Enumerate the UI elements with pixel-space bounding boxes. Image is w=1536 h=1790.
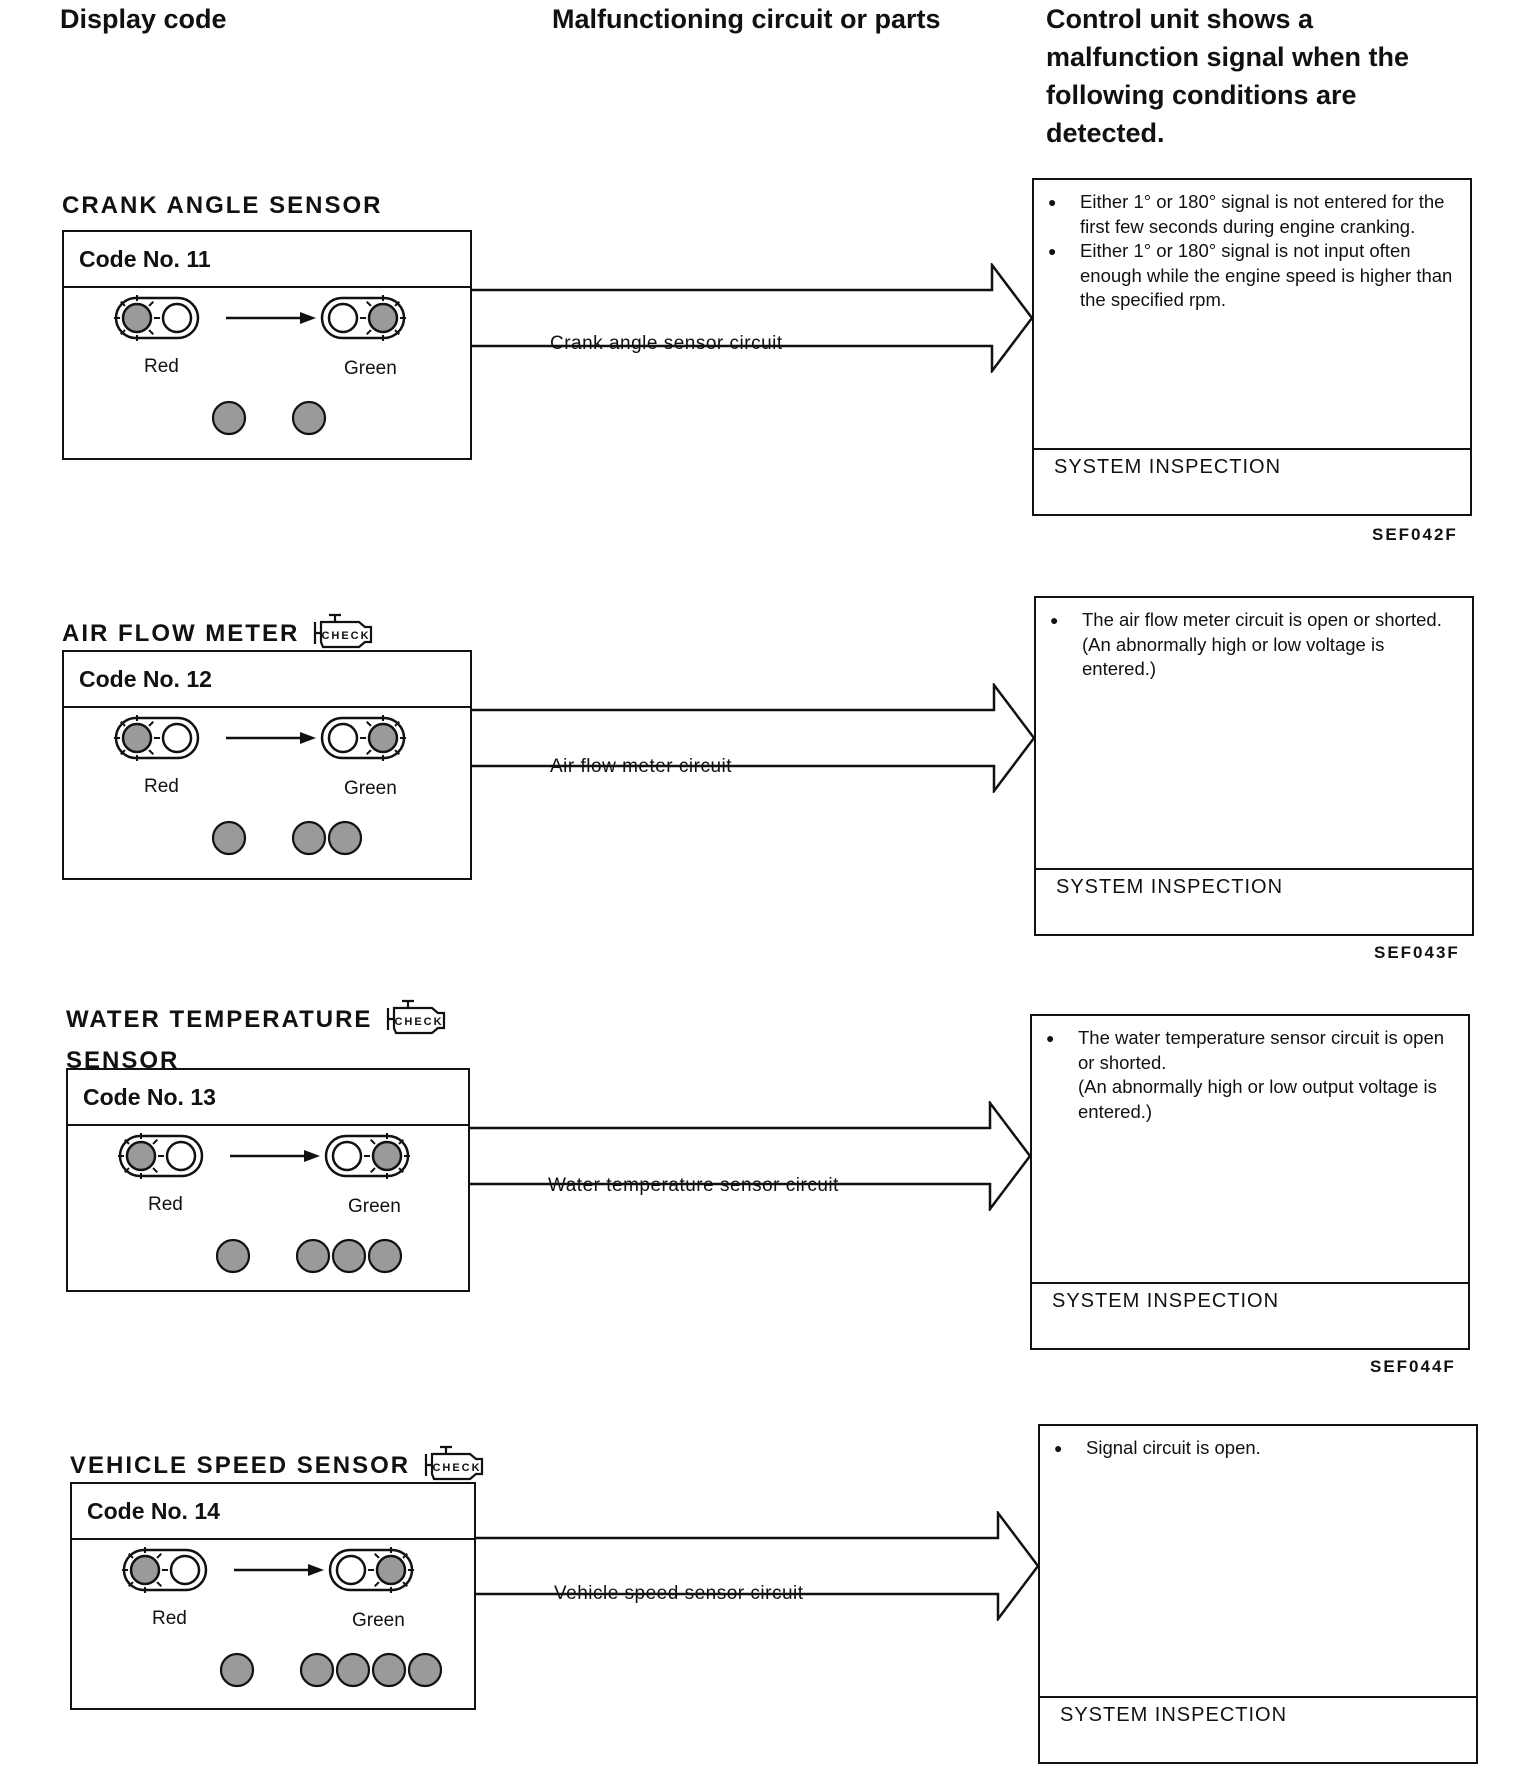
green-flash-dot [291, 820, 327, 856]
led-green-lit [320, 295, 406, 341]
red-label: Red [148, 1194, 183, 1215]
section-title: AIR FLOW METER CHECK [62, 610, 375, 659]
system-inspection-link[interactable]: SYSTEM INSPECTION [1034, 448, 1470, 514]
condition-list: Either 1° or 180° signal is not entered … [1034, 180, 1470, 313]
svg-text:CHECK: CHECK [433, 1462, 482, 1474]
red-flash-dot [215, 1238, 251, 1274]
led-green-lit [320, 715, 406, 761]
system-inspection-link[interactable]: SYSTEM INSPECTION [1032, 1282, 1468, 1348]
red-label: Red [144, 356, 179, 377]
code-number: Code No. 13 [68, 1070, 468, 1126]
led-red-lit [122, 1547, 208, 1593]
header-control-unit-line: Control unit shows a [1046, 4, 1313, 34]
section-title-text: AIR FLOW METER [62, 619, 300, 647]
malfunction-circuit-label: Air flow meter circuit [550, 756, 733, 777]
section-title-line: WATER TEMPERATURE CHECK [66, 996, 448, 1045]
section-title-text: WATER TEMPERATURE [66, 1005, 373, 1033]
check-engine-icon: CHECK [382, 996, 448, 1045]
condition-box: Either 1° or 180° signal is not entered … [1032, 178, 1472, 516]
condition-item: The air flow meter circuit is open or sh… [1048, 608, 1460, 682]
code-number: Code No. 11 [64, 232, 470, 288]
green-label: Green [352, 1610, 405, 1631]
led-flash-diagram [114, 715, 406, 856]
code-display-box: Code No. 11 Red Green [62, 230, 472, 460]
section-title: VEHICLE SPEED SENSOR CHECK [70, 1442, 486, 1491]
condition-list: The water temperature sensor circuit is … [1032, 1016, 1468, 1124]
green-flash-dot [295, 1238, 331, 1274]
code-number: Code No. 12 [64, 652, 470, 708]
condition-box: Signal circuit is open. SYSTEM INSPECTION [1038, 1424, 1478, 1764]
header-display-code: Display code [60, 4, 227, 34]
condition-item: Signal circuit is open. [1052, 1436, 1464, 1461]
green-flash-dot [299, 1652, 335, 1688]
green-flash-dot [407, 1652, 443, 1688]
check-engine-icon: CHECK [309, 610, 375, 659]
green-flash-dot [367, 1238, 403, 1274]
led-flash-diagram [114, 295, 406, 436]
code-display-box: Code No. 14 Red Green [70, 1482, 476, 1710]
figure-reference-code: SEF042F [1372, 525, 1458, 544]
red-label: Red [144, 776, 179, 797]
section-title-line: VEHICLE SPEED SENSOR CHECK [70, 1442, 486, 1491]
condition-item: The water temperature sensor circuit is … [1044, 1026, 1456, 1124]
green-label: Green [344, 778, 397, 799]
condition-list: Signal circuit is open. [1040, 1426, 1476, 1461]
led-transition-arrowhead [300, 732, 316, 744]
malfunction-circuit-label: Water temperature sensor circuit [548, 1175, 839, 1196]
green-flash-dot [331, 1238, 367, 1274]
red-flash-dot [211, 820, 247, 856]
section-title-text: CRANK ANGLE SENSOR [62, 192, 383, 219]
section-title-text: VEHICLE SPEED SENSOR [70, 1451, 411, 1479]
code-number: Code No. 14 [72, 1484, 474, 1540]
figure-reference-code: SEF044F [1370, 1357, 1456, 1376]
code-display-box: Code No. 13 Red Green [66, 1068, 470, 1292]
green-flash-dot [291, 400, 327, 436]
svg-text:CHECK: CHECK [395, 1016, 444, 1028]
led-transition-arrowhead [304, 1150, 320, 1162]
system-inspection-link[interactable]: SYSTEM INSPECTION [1040, 1696, 1476, 1762]
green-flash-dot [335, 1652, 371, 1688]
circuit-arrow [470, 263, 1034, 373]
check-engine-icon: CHECK [420, 1442, 486, 1491]
system-inspection-link[interactable]: SYSTEM INSPECTION [1036, 868, 1472, 934]
led-red-lit [118, 1133, 204, 1179]
red-label: Red [152, 1608, 187, 1629]
figure-reference-code: SEF043F [1374, 943, 1460, 962]
header-control-unit-line: following conditions are [1046, 80, 1357, 110]
led-transition-arrowhead [300, 312, 316, 324]
malfunction-circuit-label: Vehicle speed sensor circuit [554, 1583, 804, 1604]
condition-item: Either 1° or 180° signal is not entered … [1046, 190, 1458, 239]
red-flash-dot [211, 400, 247, 436]
header-control-unit: Control unit shows a malfunction signal … [1046, 0, 1409, 152]
condition-list: The air flow meter circuit is open or sh… [1036, 598, 1472, 682]
led-flash-diagram [118, 1133, 410, 1274]
header-control-unit-line: detected. [1046, 118, 1165, 148]
section-title: CRANK ANGLE SENSOR [62, 190, 382, 222]
condition-box: The air flow meter circuit is open or sh… [1034, 596, 1474, 936]
condition-item: Either 1° or 180° signal is not input of… [1046, 239, 1458, 313]
led-transition-arrowhead [308, 1564, 324, 1576]
svg-text:CHECK: CHECK [322, 630, 371, 642]
green-flash-dot [327, 820, 363, 856]
green-flash-dot [371, 1652, 407, 1688]
led-red-lit [114, 715, 200, 761]
code-display-box: Code No. 12 Red Green [62, 650, 472, 880]
red-flash-dot [219, 1652, 255, 1688]
section-title-line: AIR FLOW METER CHECK [62, 610, 375, 659]
header-malfunctioning-circuit: Malfunctioning circuit or parts [552, 4, 941, 34]
led-red-lit [114, 295, 200, 341]
led-green-lit [328, 1547, 414, 1593]
header-control-unit-line: malfunction signal when the [1046, 42, 1410, 72]
circuit-arrow-outline [470, 263, 1034, 373]
condition-box: The water temperature sensor circuit is … [1030, 1014, 1470, 1350]
green-label: Green [344, 358, 397, 379]
led-green-lit [324, 1133, 410, 1179]
led-flash-diagram [122, 1547, 443, 1688]
green-label: Green [348, 1196, 401, 1217]
section-title-line: CRANK ANGLE SENSOR [62, 190, 382, 222]
malfunction-circuit-label: Crank angle sensor circuit [550, 333, 783, 354]
